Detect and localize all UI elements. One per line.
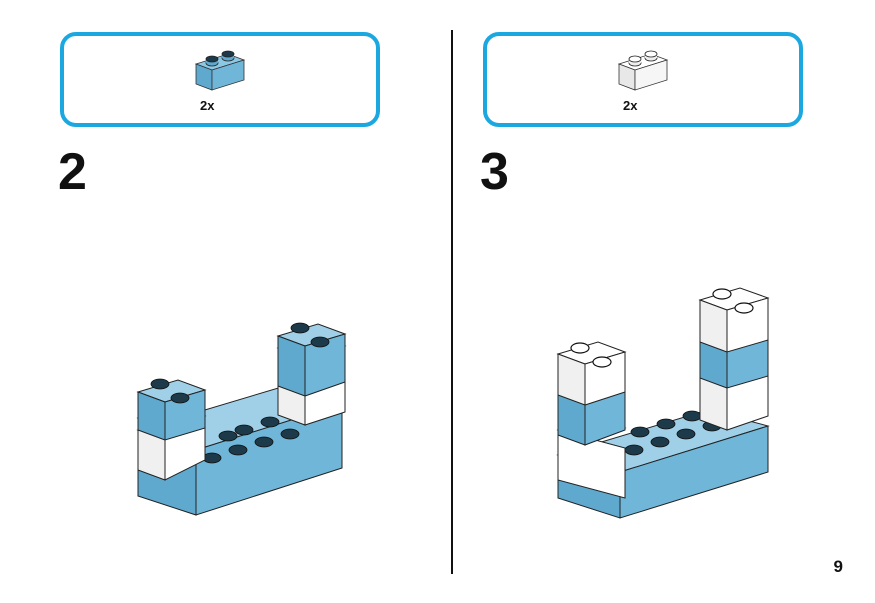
part-quantity: 2x <box>623 98 638 113</box>
blue-2x1-brick-icon <box>194 50 246 91</box>
step-3-model-illustration <box>556 287 770 519</box>
step-2-model-illustration <box>136 322 347 516</box>
page-number: 9 <box>833 557 843 576</box>
step-number: 2 <box>58 143 87 201</box>
step-number: 3 <box>480 143 509 201</box>
page-divider <box>451 30 453 574</box>
parts-callout-step-3: 2x <box>483 32 803 127</box>
part-quantity: 2x <box>200 98 215 113</box>
white-2x1-brick-icon <box>617 50 669 91</box>
parts-callout-step-2: 2x <box>60 32 380 127</box>
